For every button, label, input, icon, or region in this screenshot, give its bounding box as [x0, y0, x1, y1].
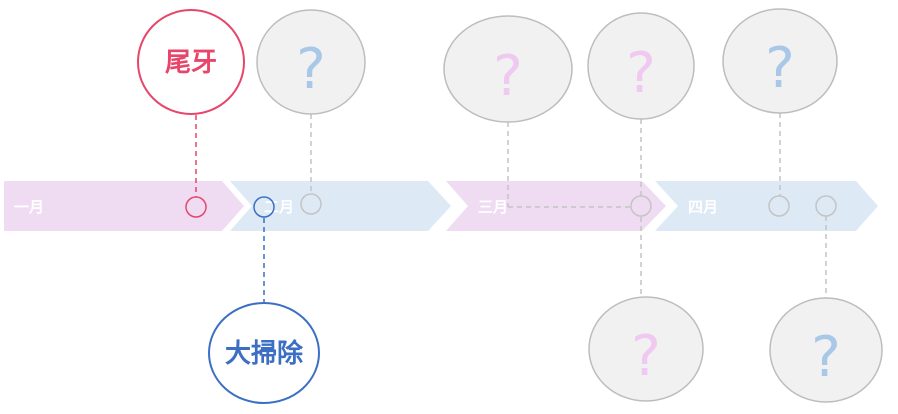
- marker-unknown-3: [630, 195, 652, 217]
- marker-weiya: [185, 196, 207, 218]
- marker-cleaning: [253, 196, 275, 218]
- event-bubble-weiya-shape: [137, 9, 245, 115]
- unknown-bubble-5: ?: [588, 296, 704, 402]
- marker-unknown-4: [768, 195, 790, 217]
- unknown-bubble-3: ?: [587, 12, 695, 120]
- unknown-bubble-5-shape: [588, 296, 704, 402]
- question-mark-icon: ?: [765, 36, 795, 101]
- month-arrow-apr: [655, 181, 878, 231]
- question-mark-icon: ?: [296, 37, 326, 102]
- unknown-bubble-3-shape: [587, 12, 695, 120]
- markers: [185, 193, 837, 218]
- question-mark-icon: ?: [493, 44, 523, 109]
- month-arrow-feb: [230, 181, 451, 231]
- question-mark-icon: ?: [631, 324, 661, 389]
- unknown-bubble-6-shape: [769, 297, 883, 403]
- unknown-bubble-6: ?: [769, 297, 883, 403]
- event-bubble-cleaning-shape: [208, 302, 320, 404]
- month-label-feb: 二月: [264, 198, 294, 216]
- unknown-bubble-2: ?: [443, 15, 573, 123]
- event-bubble-cleaning: 大掃除: [208, 302, 320, 404]
- event-label-weiya: 尾牙: [165, 48, 217, 78]
- unknown-bubble-4: ?: [722, 8, 838, 114]
- marker-unknown-6: [815, 195, 837, 217]
- unknown-bubble-4-shape: [722, 8, 838, 114]
- event-label-cleaning: 大掃除: [225, 338, 304, 369]
- unknown-bubble-1: ?: [256, 9, 366, 115]
- unknown-bubble-2-shape: [443, 15, 573, 123]
- month-arrow-jan: [4, 181, 244, 231]
- event-bubble-weiya: 尾牙: [137, 9, 245, 115]
- unknown-bubble-1-shape: [256, 9, 366, 115]
- month-label-jan: 一月: [14, 198, 44, 216]
- month-label-apr: 四月: [688, 198, 718, 216]
- marker-unknown-1: [300, 193, 322, 215]
- question-mark-icon: ?: [811, 325, 841, 390]
- question-mark-icon: ?: [626, 41, 656, 106]
- month-label-mar: 三月: [478, 198, 508, 216]
- month-arrow-mar: [446, 181, 666, 231]
- month-band: 一月 二月 三月 四月: [4, 181, 878, 231]
- connectors: [195, 113, 827, 302]
